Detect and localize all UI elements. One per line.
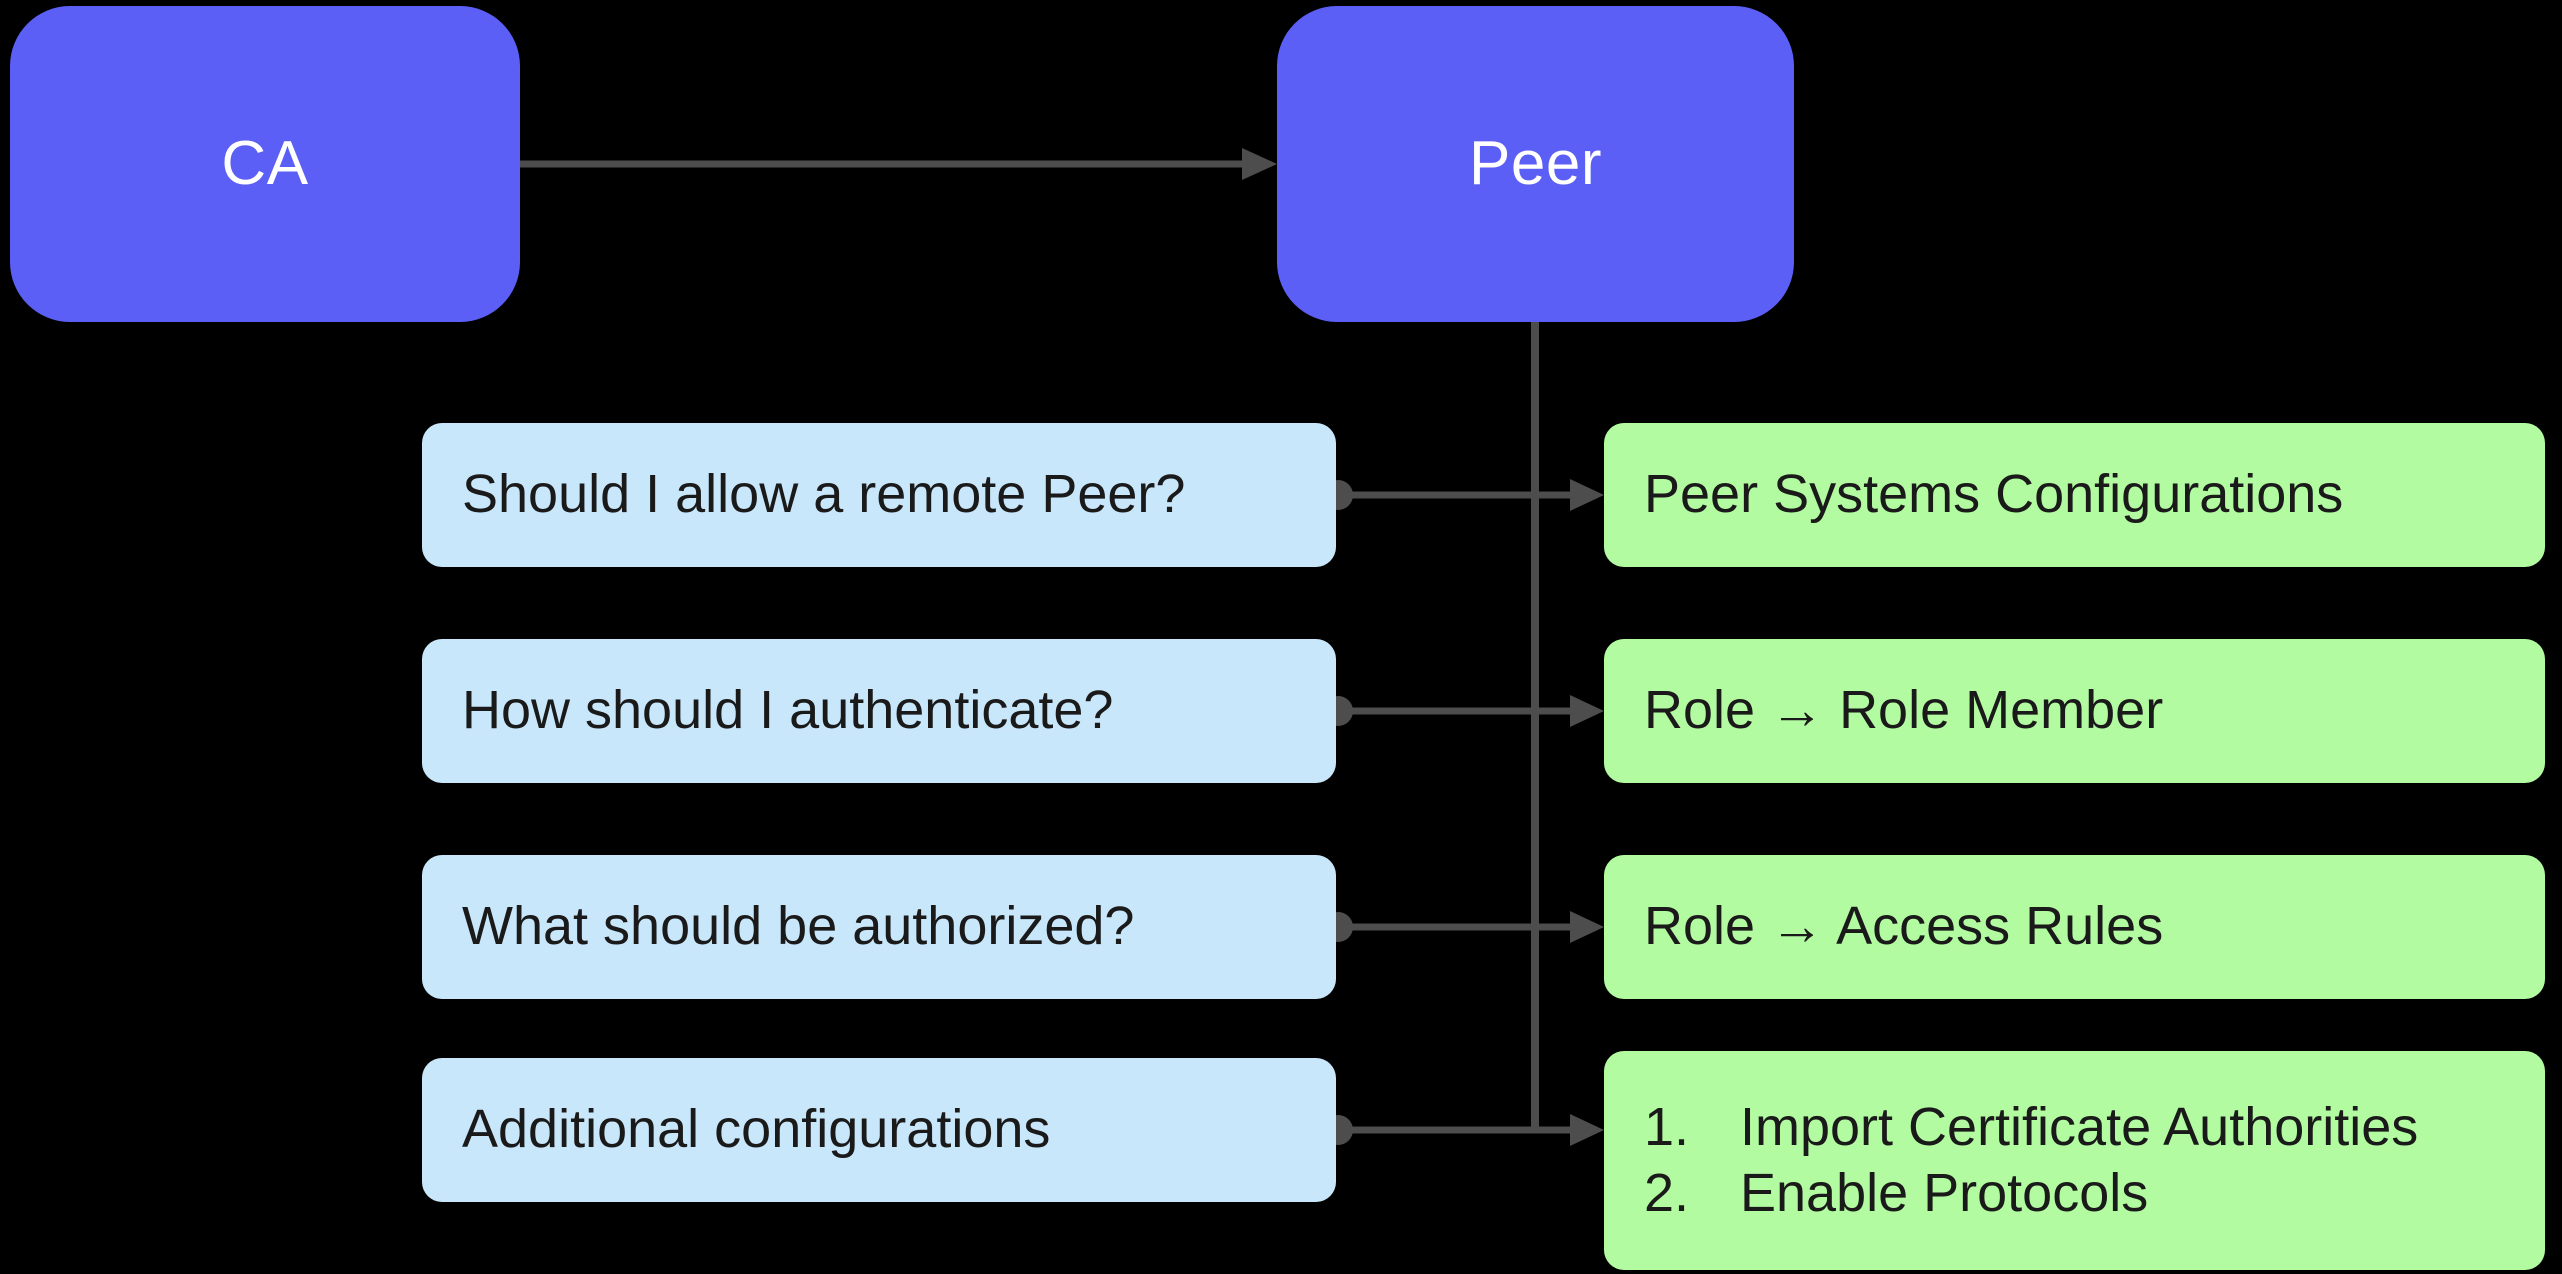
question-label: Should I allow a remote Peer?: [462, 464, 1186, 525]
answer-numbered-list: 1. Import Certificate Authorities 2. Ena…: [1644, 1095, 2418, 1227]
list-item: 2. Enable Protocols: [1644, 1161, 2418, 1227]
question-label: Additional configurations: [462, 1099, 1051, 1160]
peer-node-label: Peer: [1469, 129, 1602, 198]
ca-to-peer-arrowhead-icon: [1242, 148, 1277, 180]
row-arrowhead-icon: [1570, 911, 1604, 943]
answer-box-additional-steps: 1. Import Certificate Authorities 2. Ena…: [1604, 1051, 2545, 1270]
list-item-text: Import Certificate Authorities: [1740, 1096, 2419, 1157]
answer-box-role-member: Role → Role Member: [1604, 639, 2545, 783]
list-item-text: Enable Protocols: [1740, 1162, 2149, 1223]
answer-label: Role → Role Member: [1644, 680, 2164, 741]
list-item: 1. Import Certificate Authorities: [1644, 1095, 2418, 1161]
question-label: What should be authorized?: [462, 896, 1135, 957]
row-arrowhead-icon: [1570, 695, 1604, 727]
question-label: How should I authenticate?: [462, 680, 1114, 741]
question-box-additional-config: Additional configurations: [422, 1058, 1336, 1202]
row-arrowhead-icon: [1570, 1114, 1604, 1146]
list-item-number: 1.: [1644, 1096, 1690, 1157]
answer-box-access-rules: Role → Access Rules: [1604, 855, 2545, 999]
question-box-authorized: What should be authorized?: [422, 855, 1336, 999]
row-arrowhead-icon: [1570, 479, 1604, 511]
peer-node: Peer: [1277, 6, 1794, 322]
ca-node-label: CA: [221, 129, 309, 198]
question-box-authenticate: How should I authenticate?: [422, 639, 1336, 783]
answer-label: Role → Access Rules: [1644, 896, 2164, 957]
answer-box-peer-systems: Peer Systems Configurations: [1604, 423, 2545, 567]
answer-label: Peer Systems Configurations: [1644, 464, 2344, 525]
ca-node: CA: [10, 6, 520, 322]
question-box-remote-peer: Should I allow a remote Peer?: [422, 423, 1336, 567]
list-item-number: 2.: [1644, 1162, 1690, 1223]
